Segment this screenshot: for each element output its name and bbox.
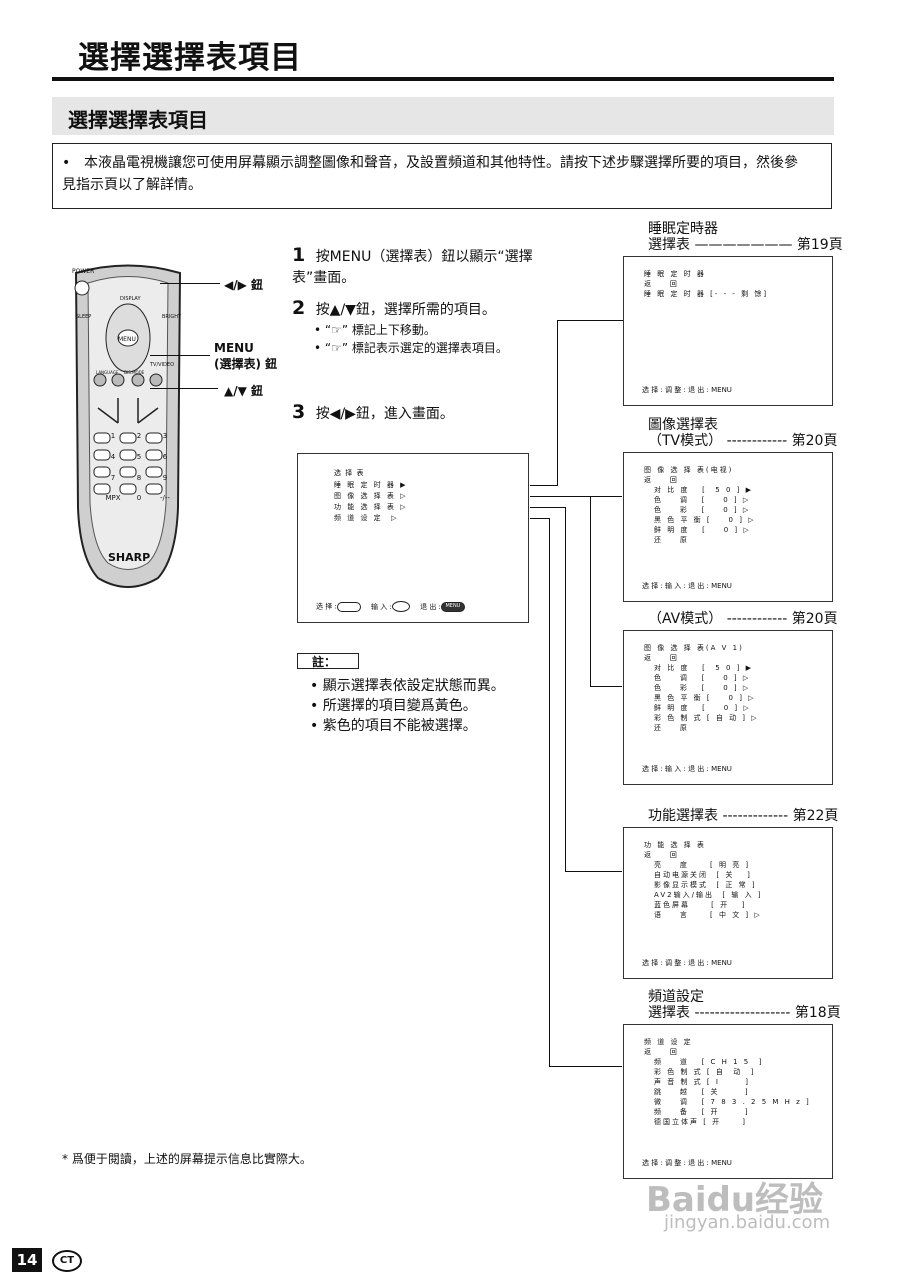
panel-sleep-caption-1: 睡眠定時器	[648, 221, 718, 237]
key-7: 7	[110, 473, 116, 482]
channel-setting-screen: 频 道 设 定 返 回 频 道 [ C H 1 5 ] 彩 色 制 式 [ 自 …	[623, 1024, 833, 1179]
callout-arrows-lr: ◀/▶ 鈕	[224, 278, 264, 292]
key-dash: -/--	[160, 494, 170, 503]
footnote: * 爲便于閱讀，上述的屏幕提示信息比實際大。	[62, 1152, 312, 1166]
remote-tvvideo-label: TV/VIDEO	[150, 362, 174, 368]
remote-bright-label: BRIGHT	[162, 314, 182, 320]
picture-tv-screen: 图 像 选 择 表(电视) 返 回 对 比 度 [ 5 0 ] ▶ 色 调 [ …	[623, 452, 833, 602]
step-2-bullet-1: • “☞” 標記上下移動。	[314, 323, 436, 337]
panel-function-caption-2: 功能選擇表 ------------- 第22頁	[648, 808, 839, 824]
remote-power-label: POWER	[72, 268, 95, 275]
step-1-text: 按MENU（選擇表）鈕以顯示“選擇表”畫面。	[292, 249, 533, 286]
function-screen: 功 能 选 择 表 返 回 亮 度 [ 明 亮 ] 自动电源关闭 [ 关 ] 影…	[623, 827, 833, 979]
watermark-url: jingyan.baidu.com	[664, 1212, 831, 1233]
picture-av-screen: 图 像 选 择 表(A V 1) 返 回 对 比 度 [ 5 0 ] ▶ 色 调…	[623, 630, 833, 785]
region-badge: CT	[52, 1250, 82, 1272]
key-mpx: MPX	[105, 494, 121, 503]
main-menu-title: 选 择 表	[334, 469, 365, 477]
panel-sleep-caption-2: 選擇表 ——————— 第19頁	[648, 237, 843, 253]
section-bar	[52, 97, 834, 135]
step-1: 1 按MENU（選擇表）鈕以顯示“選擇表”畫面。	[292, 245, 567, 289]
intro-text: •本液晶電視機讓您可使用屏幕顯示調整圖像和聲音，及設置頻道和其他特性。請按下述步…	[62, 155, 798, 193]
note-item-2: • 所選擇的項目變爲黃色。	[310, 698, 477, 714]
panel-tv-caption-2: （TV模式） ------------ 第20頁	[648, 433, 838, 449]
key-6: 6	[162, 452, 168, 461]
callout-line-lr	[160, 283, 220, 284]
step-2-bullet-2: • “☞” 標記表示選定的選擇表項目。	[314, 341, 508, 355]
intro-box	[52, 143, 832, 209]
section-title: 選擇選擇表項目	[68, 108, 208, 132]
panel-tv-caption-1: 圖像選擇表	[648, 417, 718, 433]
panel-channel-caption-2: 選擇表 ------------------- 第18頁	[648, 1005, 841, 1021]
callout-arrows-ud: ▲/▼ 鈕	[224, 384, 264, 398]
key-9: 9	[162, 473, 168, 482]
key-8: 8	[136, 473, 142, 482]
remote-control-illustration	[74, 264, 182, 588]
step-2-number: 2	[292, 297, 306, 319]
panel-av-caption-2: （AV模式） ------------ 第20頁	[648, 611, 838, 627]
key-1: 1	[110, 432, 116, 440]
note-label: 註：	[297, 653, 359, 669]
main-menu-item-channel: 频 道 设 定 ▷	[334, 514, 399, 522]
step-3-number: 3	[292, 401, 306, 423]
step-3: 3 按◀/▶鈕，進入畫面。	[292, 402, 567, 425]
page-title: 選擇選擇表項目	[78, 40, 302, 76]
main-menu-footer: 选 择 : 输 入 : 退 出 :MENU	[316, 601, 520, 612]
page-number: 14	[12, 1248, 42, 1272]
intro-paragraph: 本液晶電視機讓您可使用屏幕顯示調整圖像和聲音，及設置頻道和其他特性。請按下述步驟…	[62, 155, 798, 193]
step-3-text: 按◀/▶鈕，進入畫面。	[315, 406, 454, 422]
key-2: 2	[136, 432, 142, 440]
main-menu-item-picture: 图 像 选 择 表 ▷	[334, 492, 408, 500]
key-5: 5	[136, 452, 142, 461]
step-2: 2 按▲/▼鈕，選擇所需的項目。 • “☞” 標記上下移動。 • “☞” 標記表…	[292, 298, 567, 357]
panel-channel-caption-1: 頻道設定	[648, 989, 704, 1005]
watermark-logo: Baidu经验	[646, 1180, 824, 1220]
remote-sleep-label: SLEEP	[76, 314, 92, 320]
main-menu-screen: 选 择 表 睡 眠 定 时 器 ▶ 图 像 选 择 表 ▷ 功 能 选 择 表 …	[297, 453, 529, 623]
callout-line-ud	[150, 388, 218, 389]
remote-keypad: 1 2 3 4 5 6 7 8 9 MPX 0 -/--	[100, 432, 184, 510]
remote-brand-logo: SHARP	[108, 551, 151, 564]
remote-language-label: LANGUAGE	[96, 370, 119, 375]
callout-menu-2: (選擇表) 鈕	[214, 357, 278, 371]
main-menu-item-sleep: 睡 眠 定 时 器 ▶	[334, 481, 408, 489]
note-item-3: • 紫色的項目不能被選擇。	[310, 718, 477, 734]
notes-list: • 顯示選擇表依設定狀態而異。 • 所選擇的項目變爲黃色。 • 紫色的項目不能被…	[310, 676, 550, 736]
note-item-1: • 顯示選擇表依設定狀態而異。	[310, 678, 505, 694]
remote-display-label: DISPLAY	[120, 296, 141, 302]
key-0: 0	[136, 494, 142, 503]
step-1-number: 1	[292, 244, 306, 266]
title-rule	[52, 77, 834, 81]
remote-menu-label: MENU	[118, 336, 136, 343]
callout-line-menu	[150, 355, 210, 356]
sleep-timer-screen: 睡 眠 定 时 器 返 回 睡 眠 定 时 器 [- - - 剩 馀] 选 择 …	[623, 256, 833, 406]
step-2-text: 按▲/▼鈕，選擇所需的項目。	[315, 302, 496, 318]
remote-dismode-label: DIS.MODE	[124, 370, 145, 375]
main-menu-item-function: 功 能 选 择 表 ▷	[334, 503, 408, 511]
callout-menu-1: MENU	[214, 341, 254, 355]
key-3: 3	[162, 432, 168, 440]
key-4: 4	[110, 452, 116, 461]
